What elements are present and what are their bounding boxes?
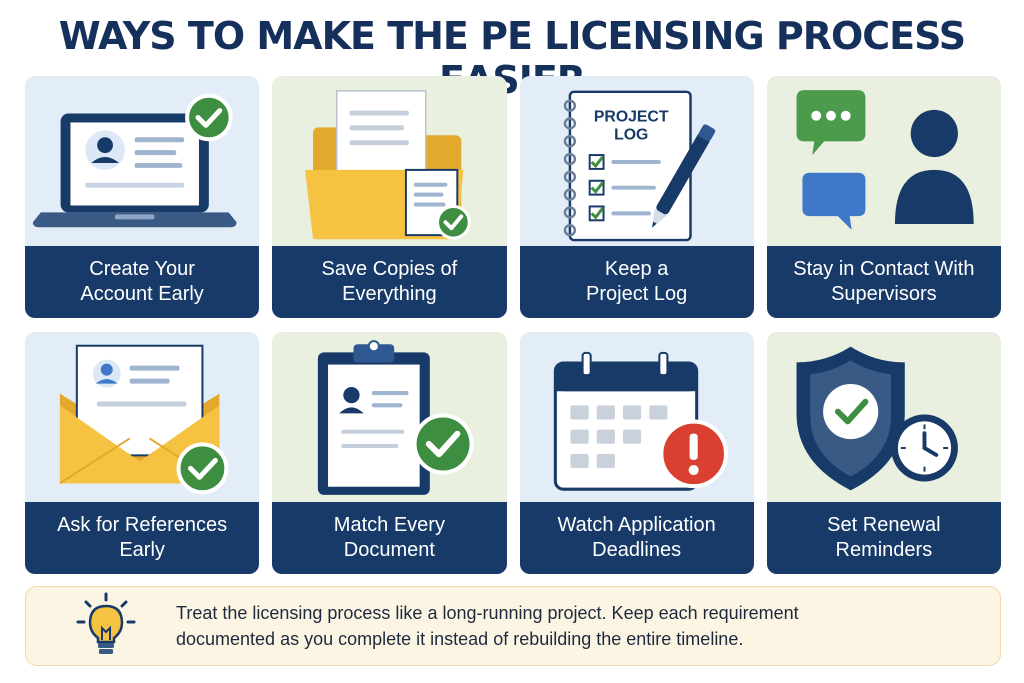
tip-text: Treat the licensing process like a long-… — [176, 603, 799, 649]
clipboard-check-icon — [272, 332, 506, 502]
project-log-notebook-icon: PROJECT LOG — [520, 76, 754, 246]
page-title: WAYS TO MAKE THE PE LICENSING PROCESS EA… — [58, 14, 966, 102]
folder-documents-icon — [272, 76, 506, 246]
svg-text:PROJECT: PROJECT — [593, 108, 668, 125]
laptop-account-icon — [25, 76, 259, 246]
shield-clock-icon — [767, 332, 1001, 502]
card-project-log: PROJECT LOG — [519, 76, 754, 318]
calendar-alert-icon — [520, 332, 754, 502]
lightbulb-icon — [26, 586, 146, 666]
envelope-letter-icon — [25, 332, 259, 502]
svg-text:LOG: LOG — [614, 126, 648, 143]
chat-person-icon — [767, 76, 1001, 246]
tip-box: Treat the licensing process like a long-… — [25, 586, 1001, 666]
